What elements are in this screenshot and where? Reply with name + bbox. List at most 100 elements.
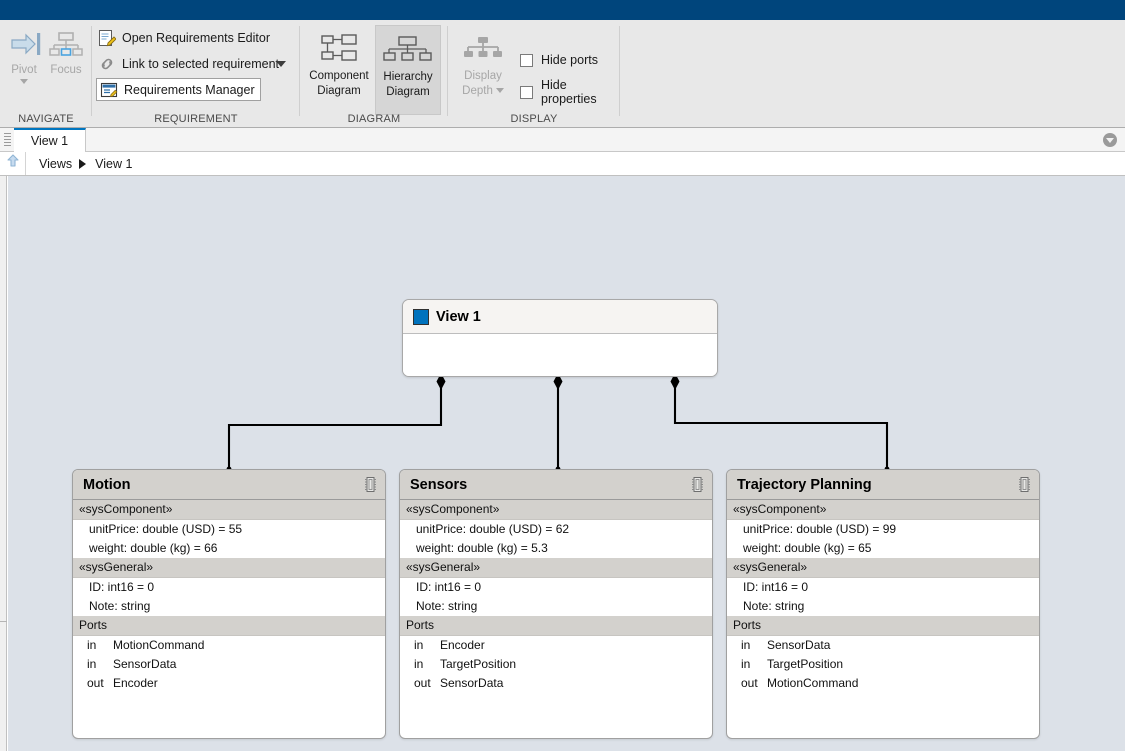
port-name: TargetPosition bbox=[440, 657, 517, 671]
property-row: ID: int16 = 0 bbox=[727, 578, 1039, 597]
tab-view-1-label: View 1 bbox=[30, 134, 69, 148]
view-root-node[interactable]: View 1 bbox=[402, 299, 718, 377]
view-root-node-body bbox=[403, 334, 717, 376]
property-row: unitPrice: double (USD) = 99 bbox=[727, 520, 1039, 539]
component-header: Motion bbox=[73, 470, 385, 500]
port-row: in MotionCommand bbox=[73, 636, 385, 655]
section-header-sysgeneral: «sysGeneral» bbox=[73, 558, 385, 578]
port-row: in TargetPosition bbox=[400, 655, 712, 674]
breadcrumb-bar: Views View 1 bbox=[0, 152, 1125, 176]
port-name: Encoder bbox=[440, 638, 485, 652]
property-row: unitPrice: double (USD) = 62 bbox=[400, 520, 712, 539]
diagram-canvas[interactable]: View 1 Motion «sysComponent» unitPrice: … bbox=[8, 176, 1125, 751]
hide-properties-label: Hide properties bbox=[541, 78, 597, 106]
port-direction: in bbox=[741, 638, 751, 652]
tab-grip-handle[interactable] bbox=[3, 131, 12, 149]
port-name: MotionCommand bbox=[113, 638, 205, 652]
display-depth-line2-wrap: Depth bbox=[452, 84, 514, 99]
ribbon-group-requirement: Open Requirements Editor Link to selecte… bbox=[92, 20, 300, 127]
focus-hierarchy-icon bbox=[44, 26, 88, 64]
view-root-node-title: View 1 bbox=[436, 308, 481, 325]
port-direction: in bbox=[741, 657, 751, 671]
pivot-arrow-icon bbox=[2, 26, 46, 64]
checkbox-box-icon[interactable] bbox=[520, 53, 533, 67]
hide-ports-label: Hide ports bbox=[541, 53, 598, 67]
tab-bar: View 1 bbox=[0, 128, 1125, 152]
hide-properties-checkbox[interactable]: Hide properties bbox=[520, 78, 620, 106]
breadcrumb-item-views[interactable]: Views bbox=[39, 156, 73, 171]
property-row: Note: string bbox=[400, 597, 712, 616]
view-color-swatch-icon bbox=[413, 308, 429, 325]
port-direction: in bbox=[414, 657, 424, 671]
property-row: weight: double (kg) = 5.3 bbox=[400, 539, 712, 558]
tab-overflow-button[interactable] bbox=[1103, 133, 1117, 147]
pivot-dropdown-caret-icon[interactable] bbox=[20, 79, 28, 84]
pivot-button[interactable]: Pivot bbox=[2, 26, 46, 84]
property-row: weight: double (kg) = 66 bbox=[73, 539, 385, 558]
pivot-label: Pivot bbox=[11, 64, 37, 76]
component-box-motion[interactable]: Motion «sysComponent» unitPrice: double … bbox=[72, 469, 386, 739]
ribbon-divider bbox=[91, 26, 92, 116]
port-name: SensorData bbox=[767, 638, 831, 652]
ribbon-toolbar: Pivot Focus NAVIGATE bbox=[0, 20, 1125, 128]
port-direction: in bbox=[87, 657, 97, 671]
requirements-manager-label: Requirements Manager bbox=[124, 82, 255, 97]
display-depth-button[interactable]: Display Depth bbox=[452, 25, 514, 115]
component-diagram-button[interactable]: Component Diagram bbox=[306, 25, 372, 115]
component-header: Trajectory Planning bbox=[727, 470, 1039, 500]
checkbox-box-icon[interactable] bbox=[520, 85, 533, 99]
link-to-selected-requirement-label: Link to selected requirement bbox=[122, 57, 280, 71]
section-header-syscomponent: «sysComponent» bbox=[400, 500, 712, 520]
up-arrow-icon bbox=[5, 153, 21, 174]
component-box-trajectory-planning[interactable]: Trajectory Planning «sysComponent» unitP… bbox=[726, 469, 1040, 739]
hierarchy-diagram-button[interactable]: Hierarchy Diagram bbox=[375, 25, 441, 115]
breadcrumb-item-view-1[interactable]: View 1 bbox=[95, 156, 133, 171]
port-row: in SensorData bbox=[727, 636, 1039, 655]
display-depth-dropdown-caret-icon[interactable] bbox=[495, 88, 504, 94]
requirements-manager-icon bbox=[100, 81, 118, 99]
component-name: Motion bbox=[83, 476, 131, 493]
ribbon-group-requirement-title: REQUIREMENT bbox=[154, 113, 238, 125]
link-to-selected-requirement-button[interactable]: Link to selected requirement bbox=[98, 52, 279, 76]
port-row: in SensorData bbox=[73, 655, 385, 674]
port-name: Encoder bbox=[113, 676, 158, 690]
breadcrumb: Views View 1 bbox=[26, 157, 132, 171]
section-header-syscomponent: «sysComponent» bbox=[73, 500, 385, 520]
ribbon-group-navigate-title: NAVIGATE bbox=[18, 113, 74, 125]
component-diagram-line2: Diagram bbox=[317, 85, 361, 97]
focus-button[interactable]: Focus bbox=[44, 26, 88, 77]
hierarchy-diagram-icon bbox=[376, 30, 440, 70]
port-direction: in bbox=[87, 638, 97, 652]
ribbon-group-display: Display Depth Hide ports Hide properties… bbox=[448, 20, 620, 127]
port-name: SensorData bbox=[113, 657, 177, 671]
rail-divider bbox=[0, 621, 7, 622]
component-diagram-icon bbox=[306, 29, 372, 69]
component-header: Sensors bbox=[400, 470, 712, 500]
display-depth-line1: Display bbox=[464, 70, 502, 82]
component-box-sensors[interactable]: Sensors «sysComponent» unitPrice: double… bbox=[399, 469, 713, 739]
hierarchy-diagram-line2: Diagram bbox=[386, 86, 430, 98]
port-name: SensorData bbox=[440, 676, 504, 690]
open-requirements-editor-label: Open Requirements Editor bbox=[122, 31, 270, 45]
ribbon-group-navigate: Pivot Focus NAVIGATE bbox=[0, 20, 92, 127]
focus-label: Focus bbox=[50, 64, 82, 76]
open-requirements-editor-button[interactable]: Open Requirements Editor bbox=[98, 26, 270, 50]
tab-view-1[interactable]: View 1 bbox=[14, 128, 86, 152]
component-diagram-line1: Component bbox=[309, 70, 369, 82]
display-depth-line2: Depth bbox=[462, 85, 493, 97]
property-row: unitPrice: double (USD) = 55 bbox=[73, 520, 385, 539]
navigate-up-button[interactable] bbox=[0, 152, 26, 175]
link-requirement-dropdown-caret-icon[interactable] bbox=[276, 61, 286, 67]
ribbon-divider bbox=[447, 26, 448, 116]
component-name: Trajectory Planning bbox=[737, 476, 872, 493]
section-header-sysgeneral: «sysGeneral» bbox=[400, 558, 712, 578]
requirements-manager-button[interactable]: Requirements Manager bbox=[96, 78, 261, 101]
display-depth-icon bbox=[452, 29, 514, 69]
ic-chip-icon bbox=[691, 476, 704, 493]
hide-ports-checkbox[interactable]: Hide ports bbox=[520, 53, 598, 67]
